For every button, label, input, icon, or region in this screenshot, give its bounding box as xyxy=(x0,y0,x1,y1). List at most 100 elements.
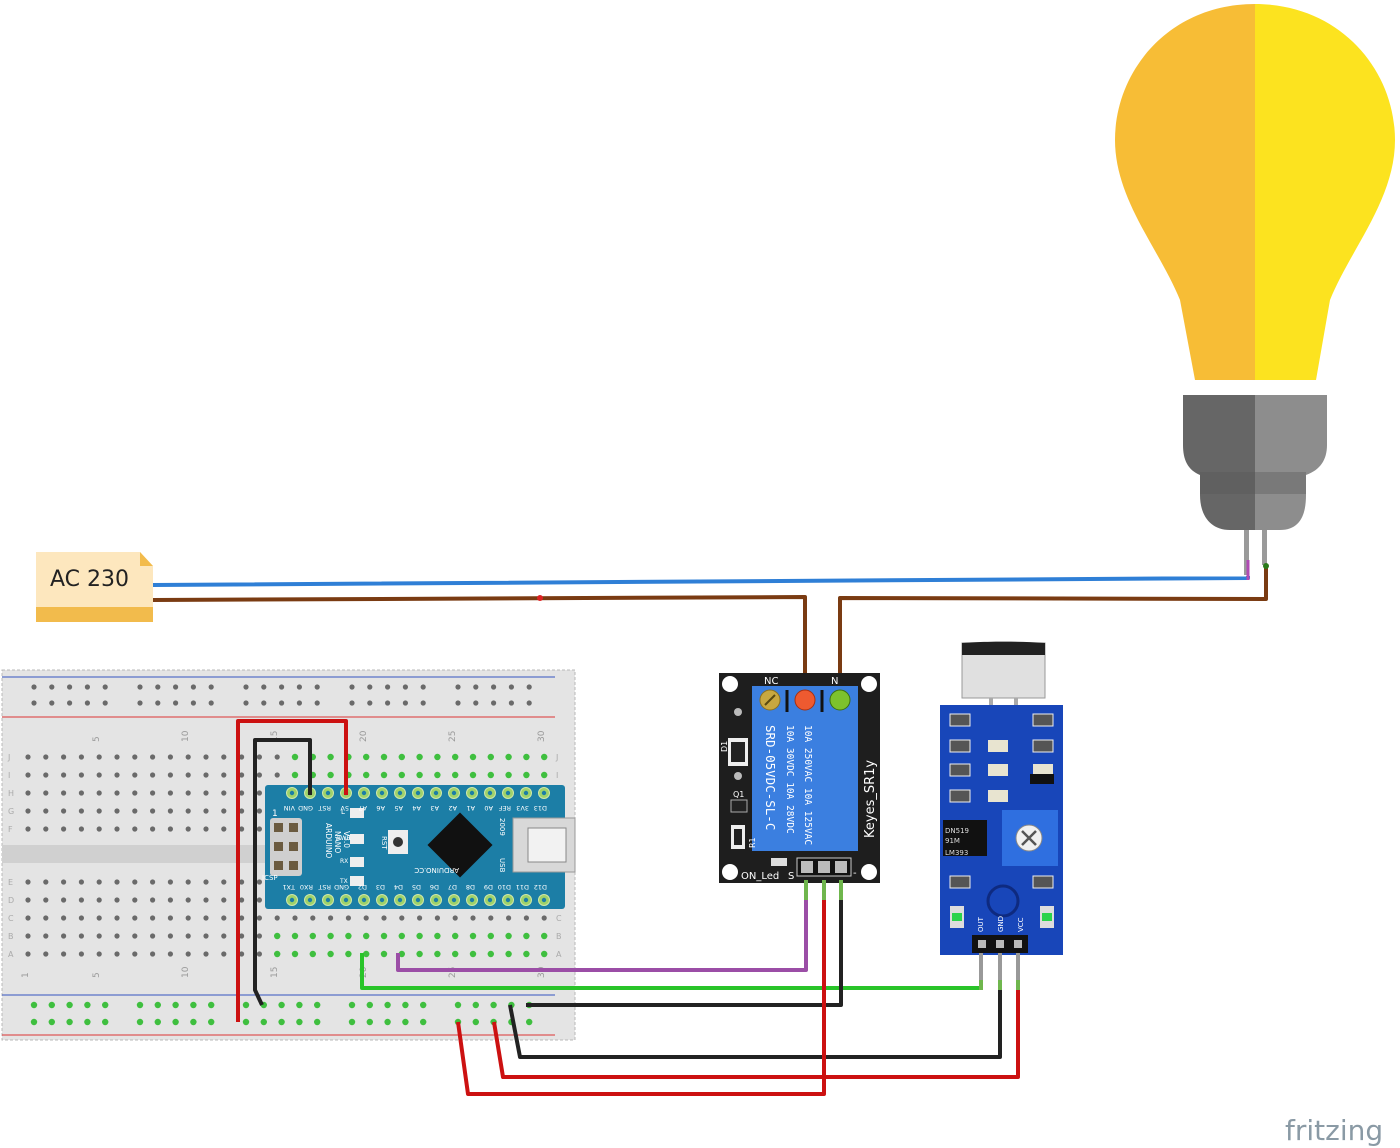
nano-pin-hole xyxy=(397,897,403,903)
relay-minus-label: - xyxy=(853,868,857,879)
breadboard-hole xyxy=(523,950,530,958)
nano-pin-label: 5V xyxy=(340,804,349,812)
breadboard-hole xyxy=(505,932,512,940)
relay-nc-label: NC xyxy=(764,676,778,687)
breadboard-holes xyxy=(25,684,548,1026)
breadboard-hole xyxy=(208,700,214,706)
nano-pin-hole xyxy=(361,790,367,796)
breadboard-hole xyxy=(132,790,138,796)
breadboard-hole xyxy=(132,808,138,814)
wire-gnd-to-sensor xyxy=(508,988,1002,1059)
breadboard-hole xyxy=(167,754,173,760)
nano-pin-label: A2 xyxy=(448,804,457,812)
breadboard-hole xyxy=(61,826,67,832)
breadboard-hole xyxy=(185,897,191,903)
breadboard-column-number: 10 xyxy=(181,966,191,978)
breadboard-hole xyxy=(505,753,512,761)
breadboard-hole xyxy=(167,772,173,778)
breadboard-row-letter: B xyxy=(8,932,14,941)
breadboard-hole xyxy=(25,754,31,760)
nano-pin-label: D8 xyxy=(466,883,475,891)
breadboard-hole xyxy=(114,933,120,939)
breadboard-hole xyxy=(384,1001,391,1009)
breadboard-hole xyxy=(260,1018,267,1026)
bulb-lead-right xyxy=(1262,530,1267,565)
nano-pin-hole xyxy=(379,790,385,796)
breadboard-hole xyxy=(470,915,476,921)
breadboard-hole xyxy=(363,932,370,940)
breadboard-hole xyxy=(25,772,31,778)
breadboard-hole xyxy=(185,933,191,939)
breadboard-hole xyxy=(203,826,209,832)
breadboard-hole xyxy=(274,915,280,921)
sound-sensor: LM393 91M DN519 OUT GND VCC xyxy=(940,641,1063,988)
nano-pin-label: D13 xyxy=(534,804,547,812)
nano-tx-label: TX xyxy=(339,878,348,885)
nano-pin-hole xyxy=(361,897,367,903)
breadboard-hole xyxy=(452,932,459,940)
nano-pin-hole xyxy=(469,897,475,903)
breadboard-hole xyxy=(31,684,37,690)
breadboard-row-letter: H xyxy=(8,789,14,798)
nano-name: ARDUINO NANO V3.0 xyxy=(324,823,351,858)
breadboard-hole xyxy=(472,1001,479,1009)
breadboard-hole xyxy=(239,808,245,814)
breadboard-hole xyxy=(43,951,49,957)
nano-pin-label: GND xyxy=(298,804,313,812)
breadboard-hole xyxy=(190,1001,197,1009)
nano-pin-label: D11 xyxy=(516,883,529,891)
relay-r1-label: R1 xyxy=(748,837,757,848)
breadboard-column-number: 5 xyxy=(92,972,102,978)
breadboard-hole xyxy=(78,951,84,957)
breadboard-row-letter: F xyxy=(8,825,13,834)
sensor-chip-line-3: DN519 xyxy=(945,827,969,835)
sensor-gnd-label: GND xyxy=(997,916,1005,932)
breadboard-hole xyxy=(469,753,477,761)
breadboard-hole xyxy=(385,700,391,706)
breadboard-hole xyxy=(274,754,280,760)
breadboard-hole xyxy=(172,1018,179,1026)
breadboard-hole xyxy=(43,772,49,778)
ac-source-note: AC 230 xyxy=(36,552,153,622)
breadboard-hole xyxy=(296,1001,303,1009)
breadboard-hole xyxy=(155,700,161,706)
breadboard-hole xyxy=(278,1018,285,1026)
breadboard-hole xyxy=(132,754,138,760)
breadboard-hole xyxy=(526,1018,533,1026)
breadboard-hole xyxy=(292,915,298,921)
breadboard-hole xyxy=(221,879,227,885)
breadboard-hole xyxy=(452,950,459,958)
breadboard-hole xyxy=(279,700,285,706)
breadboard-hole xyxy=(78,754,84,760)
breadboard-hole xyxy=(434,753,441,761)
breadboard-hole xyxy=(102,684,108,690)
breadboard-row-letter: E xyxy=(8,878,13,887)
breadboard-hole xyxy=(132,826,138,832)
breadboard-hole xyxy=(402,700,408,706)
breadboard-hole xyxy=(150,772,156,778)
breadboard-row-letter: G xyxy=(8,807,14,816)
breadboard-hole xyxy=(541,753,548,761)
breadboard-hole xyxy=(208,1001,215,1009)
nano-pin-label: D6 xyxy=(430,883,439,891)
nano-pin-label: D12 xyxy=(534,883,547,891)
breadboard-hole xyxy=(67,700,73,706)
breadboard-hole xyxy=(398,932,405,940)
breadboard-hole xyxy=(363,950,370,958)
breadboard-hole xyxy=(398,753,405,761)
breadboard-hole xyxy=(256,933,262,939)
breadboard-hole xyxy=(167,808,173,814)
breadboard-hole xyxy=(366,1001,373,1009)
breadboard-hole xyxy=(416,932,423,940)
breadboard-hole xyxy=(190,700,196,706)
breadboard-hole xyxy=(221,754,227,760)
breadboard-hole xyxy=(203,808,209,814)
breadboard-hole xyxy=(416,753,423,761)
breadboard-hole xyxy=(469,932,477,940)
breadboard-hole xyxy=(434,915,440,921)
breadboard-hole xyxy=(185,790,191,796)
breadboard-hole xyxy=(61,879,67,885)
breadboard-hole xyxy=(261,684,267,690)
breadboard-hole xyxy=(114,808,120,814)
breadboard-hole xyxy=(221,915,227,921)
